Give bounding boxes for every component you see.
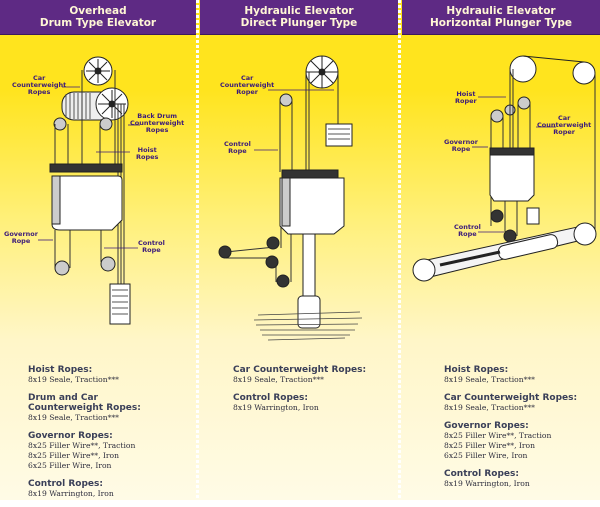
elevator-car-icon [51, 175, 123, 231]
header-title-line2: Horizontal Plunger Type [429, 17, 573, 29]
column-header: Overhead Drum Type Elevator [0, 0, 196, 35]
header-title-line1: Hydraulic Elevator [446, 5, 556, 17]
spec-control-ropes: Control Ropes: 8x19 Warrington, Iron [444, 469, 530, 488]
spec-car-counterweight-ropes: Car Counterweight Ropes: 8x19 Seale, Tra… [444, 393, 578, 412]
spec-governor-ropes: Governor Ropes: 8x25 Filler Wire**, Trac… [444, 421, 552, 460]
governor-sheave-icon [54, 260, 70, 276]
rope-specs: Hoist Ropes: 8x19 Seale, Traction*** Dru… [0, 365, 224, 507]
spec-hoist-ropes: Hoist Ropes: 8x19 Seale, Traction*** [444, 365, 535, 384]
plunger-icon [302, 233, 316, 297]
rope-specs: Car Counterweight Ropes: 8x19 Seale, Tra… [200, 365, 431, 421]
spec-control-ropes: Control Ropes: 8x19 Warrington, Iron [28, 479, 114, 498]
spec-control-ropes: Control Ropes: 8x19 Warrington, Iron [233, 393, 319, 412]
cylinder-icon [297, 295, 321, 329]
cylinder-sheave-icon [412, 258, 436, 282]
spec-car-counterweight-ropes: Car Counterweight Ropes: 8x19 Seale, Tra… [233, 365, 367, 384]
column-divider [196, 0, 199, 500]
control-sheave-icon [100, 256, 116, 272]
header-title-line1: Hydraulic Elevator [244, 5, 354, 17]
header-title-line2: Drum Type Elevator [39, 17, 157, 29]
spec-drum-car-counterweight-ropes: Drum and Car Counterweight Ropes: 8x19 S… [28, 393, 141, 422]
column-header: Hydraulic Elevator Horizontal Plunger Ty… [402, 0, 600, 35]
column-header: Hydraulic Elevator Direct Plunger Type [200, 0, 398, 35]
elevator-car-icon [489, 154, 535, 202]
drum-elevator-diagram [38, 56, 140, 325]
elevator-car-icon [279, 177, 345, 235]
column-hydraulic-direct: Hydraulic Elevator Direct Plunger Type [200, 0, 398, 500]
rope-specs: Hoist Ropes: 8x19 Seale, Traction*** Car… [402, 365, 600, 497]
column-overhead-drum: Overhead Drum Type Elevator [0, 0, 196, 500]
horizontal-plunger-diagram [412, 55, 597, 282]
spec-governor-ropes: Governor Ropes: 8x25 Filler Wire**, Trac… [28, 431, 136, 470]
counterweight-icon [325, 123, 353, 147]
counterweight-icon [526, 207, 540, 225]
spec-hoist-ropes: Hoist Ropes: 8x19 Seale, Traction*** [28, 365, 119, 384]
header-title-line1: Overhead [69, 5, 127, 17]
column-hydraulic-horizontal: Hydraulic Elevator Horizontal Plunger Ty… [402, 0, 600, 500]
top-sheave-icon [509, 55, 537, 83]
direct-plunger-diagram [218, 55, 363, 341]
header-title-line2: Direct Plunger Type [240, 17, 358, 29]
column-divider [398, 0, 401, 500]
